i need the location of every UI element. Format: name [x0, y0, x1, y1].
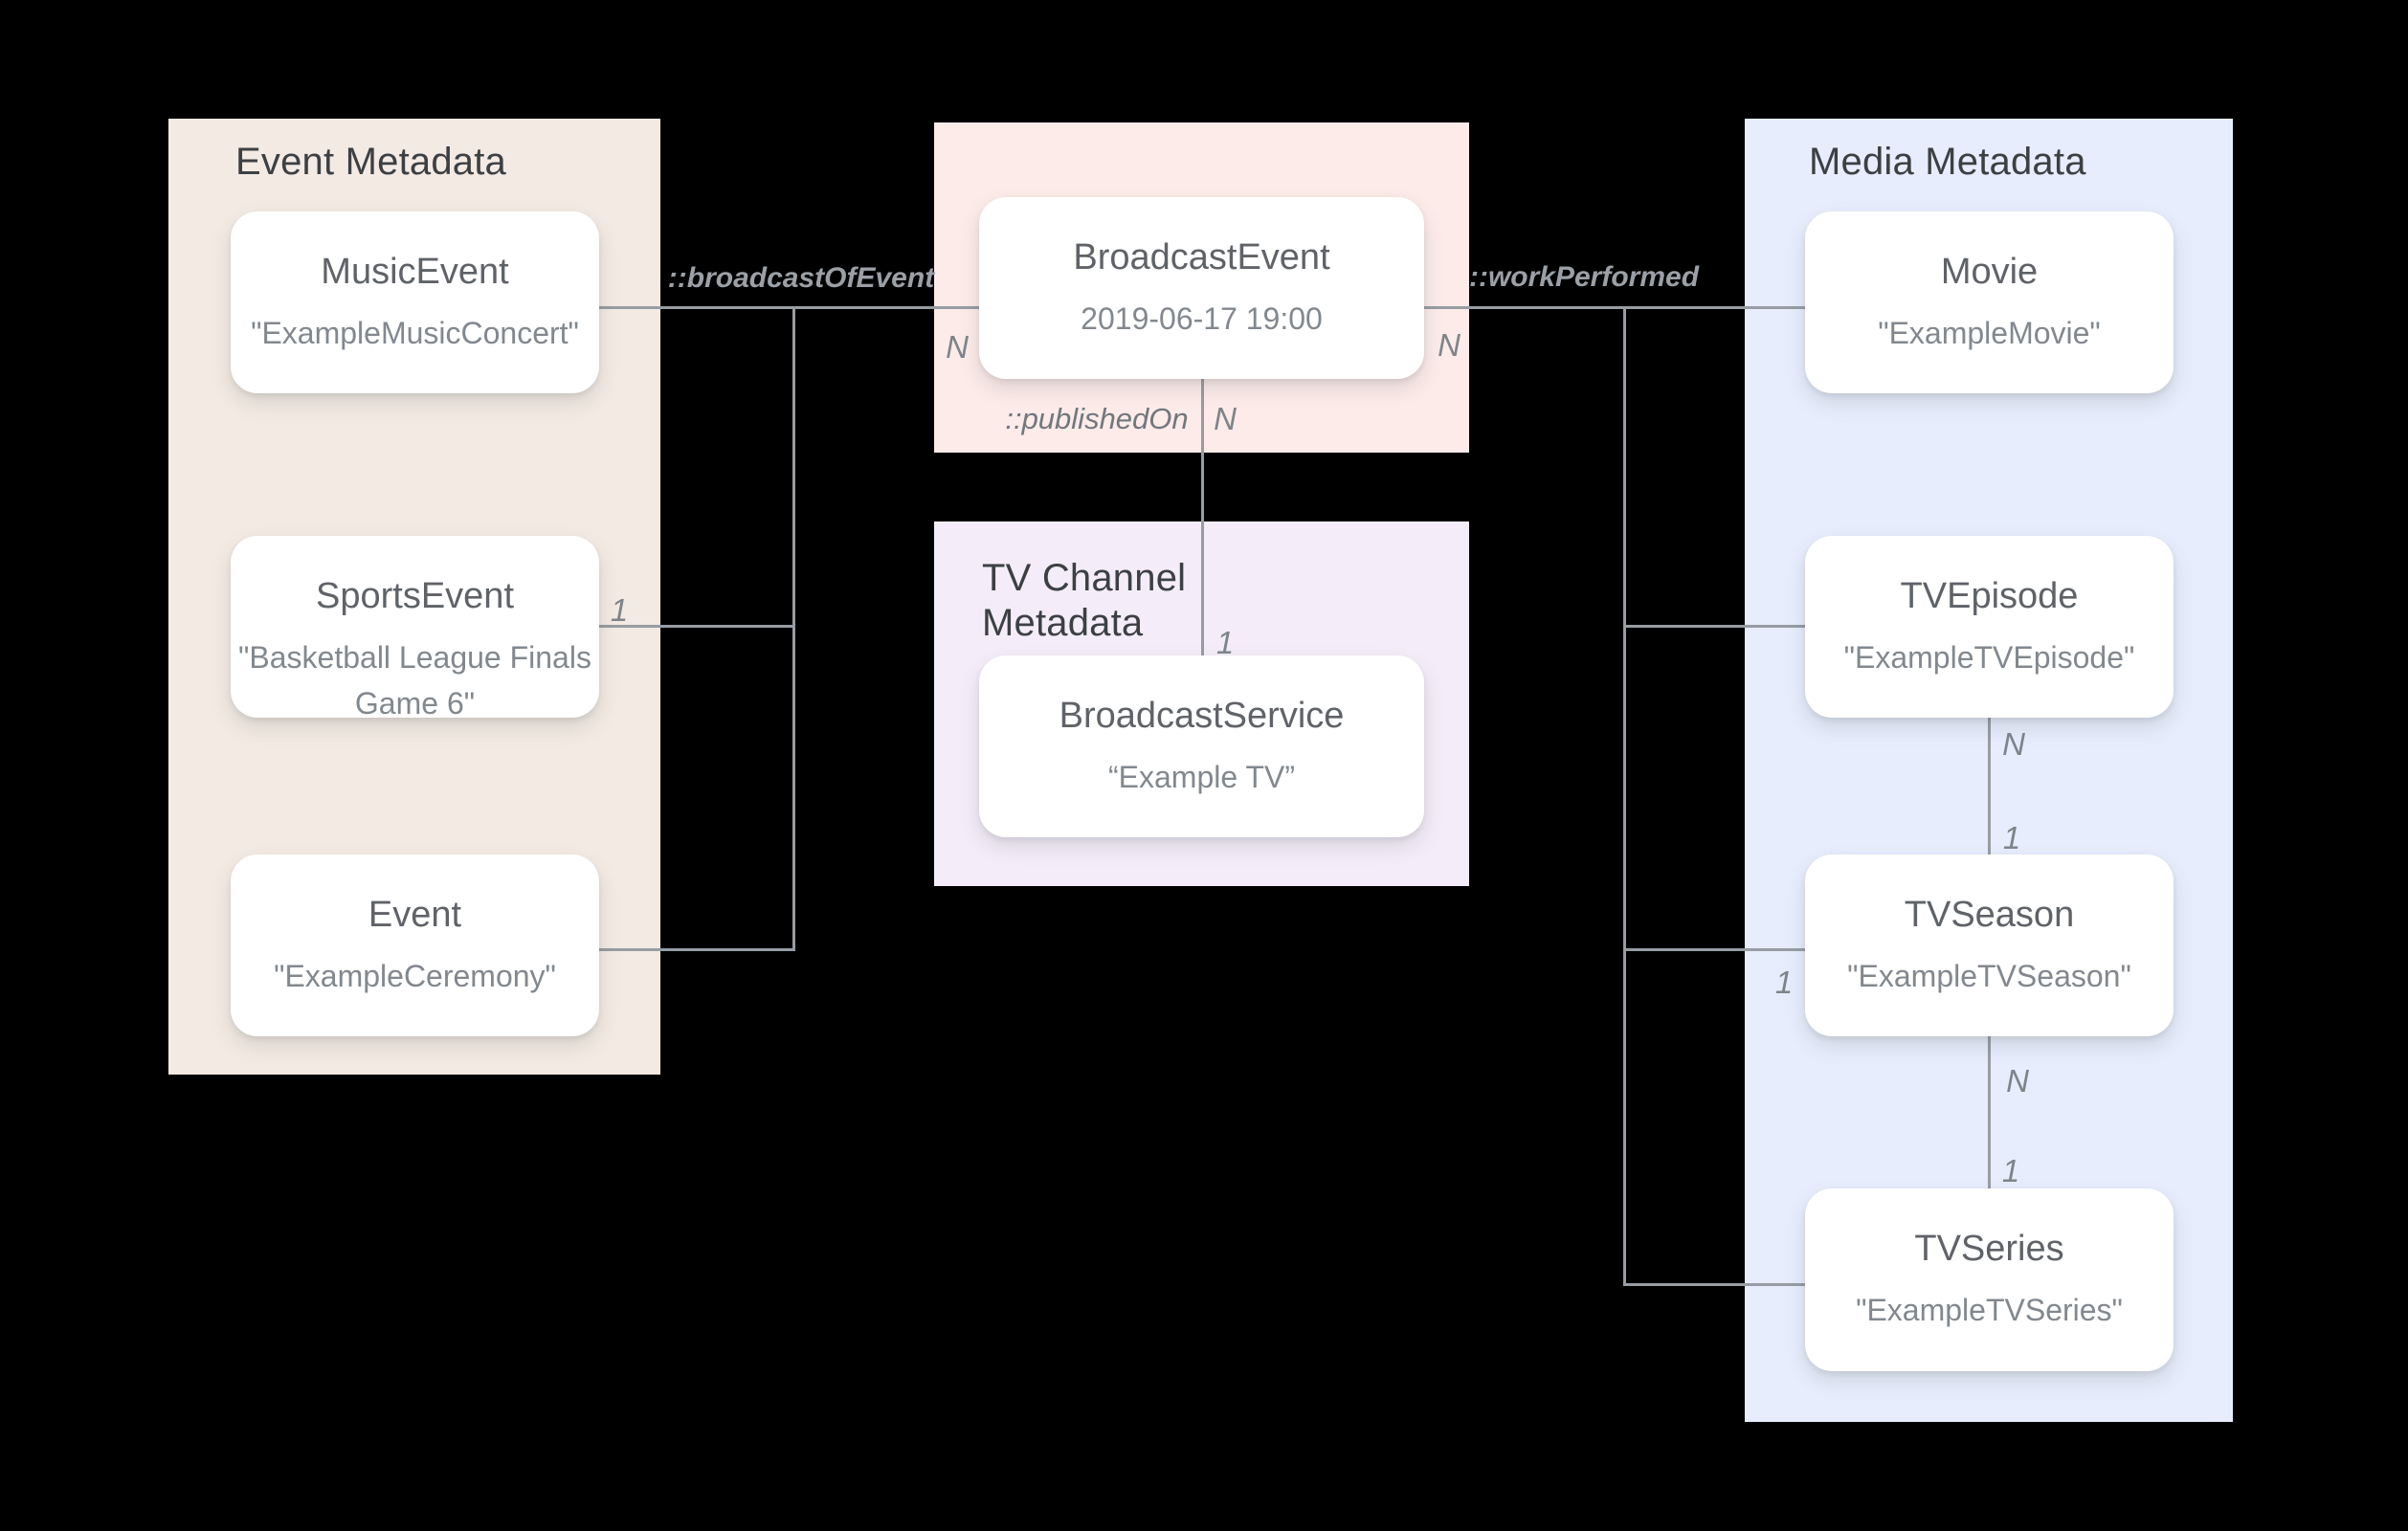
connector-event-branch-line	[599, 948, 794, 951]
card-event-value: "ExampleCeremony"	[274, 959, 556, 993]
card-movie-title: Movie	[1940, 252, 2039, 292]
connector-tvseason-branch-line	[1623, 948, 1805, 951]
card-music-event-title: MusicEvent	[321, 252, 509, 292]
card-tv-season-value: "ExampleTVSeason"	[1847, 959, 2131, 993]
card-event: Event "ExampleCeremony"	[231, 854, 599, 1036]
connector-media-trunk-line	[1623, 306, 1626, 1286]
connector-tvseason-to-tvseries-line	[1988, 1036, 1991, 1188]
panel-event-metadata-title: Event Metadata	[235, 141, 506, 183]
card-sports-event-value: "Basketball League Finals Game 6"	[238, 640, 591, 721]
card-broadcast-event-value: 2019-06-17 19:00	[1081, 301, 1323, 336]
connector-tvepisode-to-tvseason-line	[1988, 718, 1991, 854]
connector-publishedon-line	[1201, 379, 1204, 655]
cardinality-published-on-1: 1	[1215, 625, 1235, 660]
card-tv-series-title: TVSeries	[1914, 1229, 2064, 1269]
card-tv-episode-title: TVEpisode	[1900, 576, 2079, 616]
connector-event-trunk-line	[792, 306, 795, 951]
card-event-title: Event	[368, 895, 462, 935]
card-music-event-value: "ExampleMusicConcert"	[251, 316, 579, 350]
card-broadcast-event-title: BroadcastEvent	[1073, 237, 1330, 277]
panel-media-metadata-title: Media Metadata	[1809, 141, 2086, 183]
card-tv-series: TVSeries "ExampleTVSeries"	[1805, 1188, 2174, 1371]
cardinality-season-series-n: N	[2006, 1063, 2029, 1098]
card-sports-event-title: SportsEvent	[316, 576, 514, 616]
cardinality-published-on-n: N	[1214, 401, 1237, 436]
connector-tvseries-branch-line	[1623, 1283, 1805, 1286]
label-broadcast-of-event: ::broadcastOfEvent	[667, 262, 935, 294]
cardinality-sports-event-1: 1	[610, 592, 629, 628]
card-broadcast-service: BroadcastService “Example TV”	[979, 655, 1424, 837]
card-music-event: MusicEvent "ExampleMusicConcert"	[231, 211, 599, 393]
card-broadcast-event: BroadcastEvent 2019-06-17 19:00	[979, 197, 1424, 379]
connector-events-to-broadcastevent-line	[599, 306, 979, 309]
connector-sportsevent-branch-line	[599, 625, 794, 628]
card-movie: Movie "ExampleMovie"	[1805, 211, 2174, 393]
card-tv-season-title: TVSeason	[1904, 895, 2075, 935]
card-broadcast-service-value: “Example TV”	[1107, 760, 1295, 794]
cardinality-season-series-1: 1	[2001, 1153, 2020, 1188]
cardinality-work-performed-n: N	[1438, 327, 1460, 363]
card-broadcast-service-title: BroadcastService	[1059, 696, 1345, 736]
connector-tvepisode-branch-line	[1623, 625, 1805, 628]
card-tv-episode: TVEpisode "ExampleTVEpisode"	[1805, 536, 2174, 718]
card-movie-value: "ExampleMovie"	[1878, 316, 2101, 350]
cardinality-broadcast-of-event-n: N	[946, 329, 969, 365]
card-tv-season: TVSeason "ExampleTVSeason"	[1805, 854, 2174, 1036]
panel-tv-channel-metadata-title: TV Channel Metadata	[982, 557, 1187, 645]
cardinality-tv-season-1: 1	[1774, 965, 1794, 1000]
cardinality-episode-season-n: N	[2002, 726, 2025, 762]
label-work-performed: ::workPerformed	[1468, 261, 1700, 293]
cardinality-episode-season-1: 1	[2002, 820, 2021, 855]
label-published-on: ::publishedOn	[1005, 402, 1189, 435]
connector-broadcastevent-to-media-line	[1424, 306, 1805, 309]
card-tv-series-value: "ExampleTVSeries"	[1856, 1293, 2123, 1327]
card-sports-event: SportsEvent "Basketball League Finals Ga…	[231, 536, 599, 721]
card-tv-episode-value: "ExampleTVEpisode"	[1843, 640, 2135, 675]
